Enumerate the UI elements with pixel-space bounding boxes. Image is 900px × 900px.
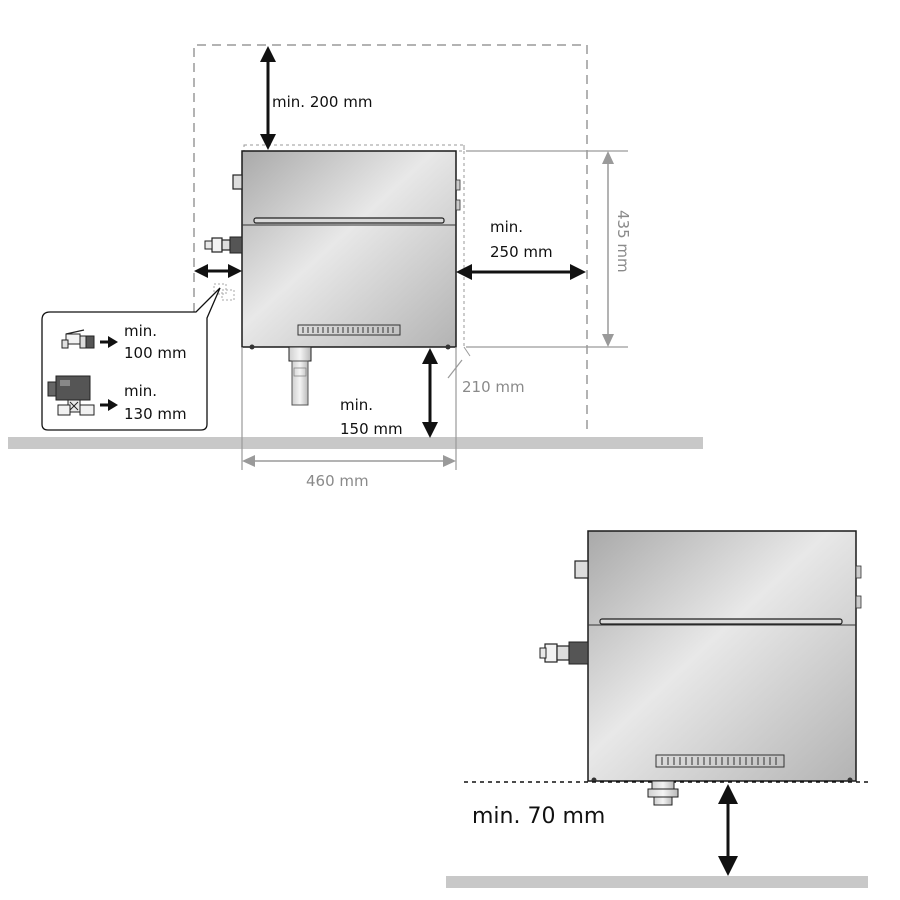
dimension-width — [241, 347, 457, 470]
generator-right-tab-2 — [455, 199, 461, 211]
label-top-clearance: min. 200 mm — [272, 93, 372, 111]
generator-body — [241, 150, 457, 348]
water-inlet-valve-icon-2 — [539, 641, 589, 665]
valve-alt-outline — [213, 283, 235, 301]
floor-strip-2 — [446, 876, 868, 888]
water-inlet-valve-icon — [204, 236, 243, 254]
generator-vent-grille-2 — [655, 754, 785, 768]
generator-foot-left — [249, 344, 255, 350]
label-height-dimension: 435 mm — [614, 210, 632, 273]
front-view-clearances: min. 200 mm min. 250 mm min. 150 mm — [8, 44, 703, 490]
generator-side-port-2 — [574, 560, 589, 579]
arrow-right-icon — [100, 336, 118, 348]
vent-slots — [302, 327, 394, 333]
arrow-right-icon — [100, 399, 118, 411]
arrow-bottom-clearance — [422, 348, 438, 438]
generator-top-edge — [243, 144, 465, 152]
vent-slots-2 — [661, 757, 777, 765]
generator-lid-handle — [253, 217, 445, 224]
label-width-dimension: 460 mm — [306, 472, 369, 490]
drain-pipe-icon — [288, 346, 312, 406]
generator-vent-grille — [297, 324, 401, 336]
callout-valve-min: min. — [124, 322, 157, 340]
dimension-depth — [447, 346, 471, 379]
generator-lid-handle-2 — [599, 618, 843, 625]
generator-right-tab-4 — [855, 595, 862, 609]
generator-foot-right — [445, 344, 451, 350]
steam-generator-front — [232, 144, 465, 350]
valve-clearance-callout: min. 100 mm min. 130 mm — [41, 287, 221, 431]
generator-right-tab-1 — [455, 179, 461, 191]
callout-solenoid-min: min. — [124, 382, 157, 400]
drain-fitting-icon — [647, 780, 679, 806]
dimension-height — [466, 150, 628, 348]
generator-side-port — [232, 174, 243, 190]
steam-generator-side — [574, 530, 862, 783]
label-bottom-clearance-min: min. — [340, 396, 373, 414]
generator-body-2 — [587, 530, 857, 782]
label-right-clearance-min: min. — [490, 218, 523, 236]
label-right-clearance-value: 250 mm — [490, 243, 553, 261]
floor-strip — [8, 437, 703, 449]
arrow-floor-clearance — [718, 784, 738, 876]
callout-valve-value: 100 mm — [124, 344, 187, 362]
label-floor-clearance: min. 70 mm — [472, 804, 605, 829]
generator-right-tab-3 — [855, 565, 862, 579]
side-view-floor-clearance: min. 70 mm — [446, 530, 870, 888]
label-depth-dimension: 210 mm — [462, 378, 525, 396]
solenoid-valve-icon — [47, 375, 95, 416]
arrow-right-clearance — [456, 264, 586, 280]
arrow-top-clearance — [260, 46, 276, 150]
arrow-left-valve-clearance — [194, 264, 242, 278]
callout-solenoid-value: 130 mm — [124, 405, 187, 423]
ball-valve-icon — [61, 329, 95, 349]
label-bottom-clearance-value: 150 mm — [340, 420, 403, 438]
